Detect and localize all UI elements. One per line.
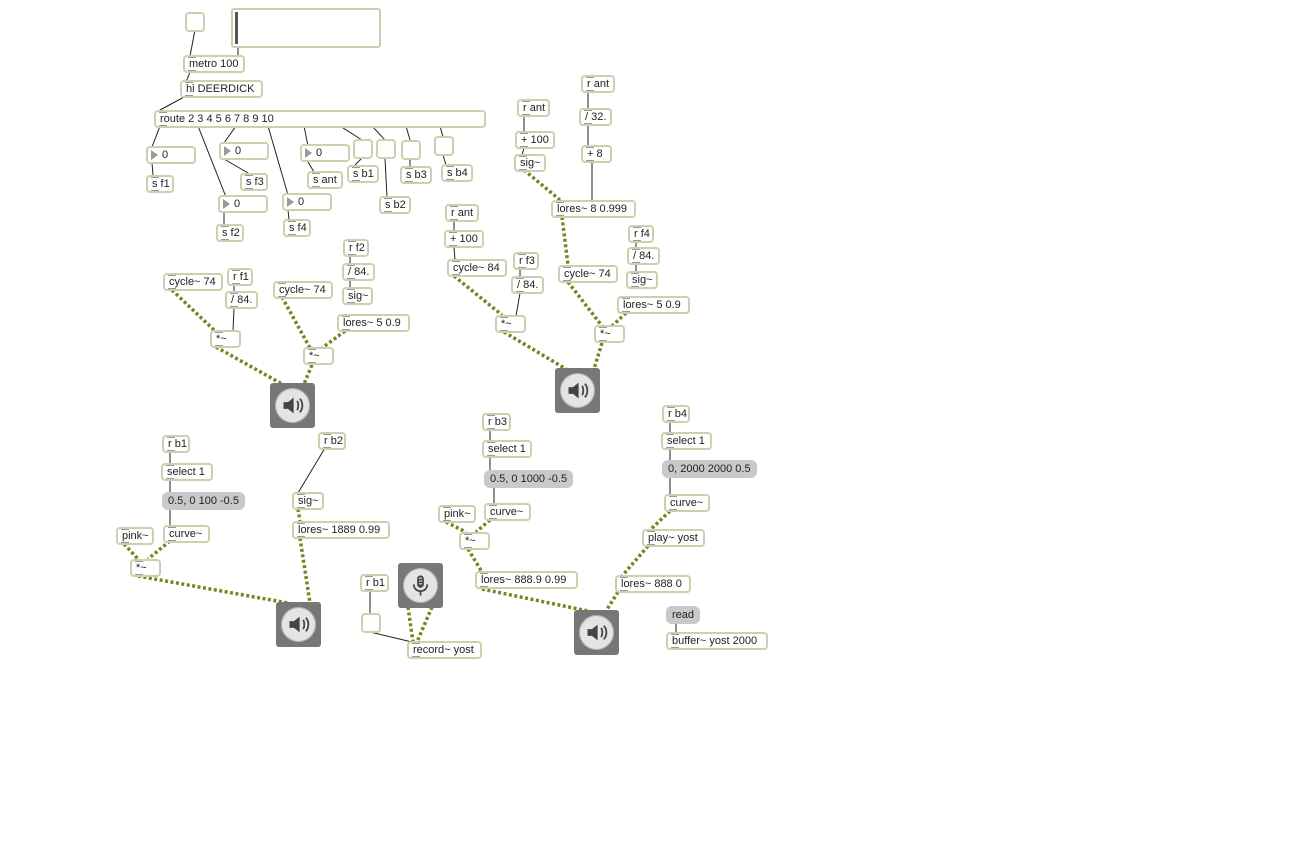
envelope-message[interactable]: 0.5, 0 1000 -0.5	[484, 470, 574, 488]
cycle-object[interactable]: cycle~ 74	[163, 273, 223, 291]
divide-object[interactable]: / 84.	[511, 276, 544, 294]
toggle-b3[interactable]	[401, 140, 421, 160]
sig-object[interactable]: sig~	[342, 287, 373, 305]
lores-object[interactable]: lores~ 8 0.999	[551, 200, 636, 218]
number-arrow-icon	[151, 150, 158, 160]
toggle-b2[interactable]	[376, 139, 396, 159]
select-object[interactable]: select 1	[482, 440, 532, 458]
receive-ant[interactable]: r ant	[445, 204, 479, 222]
multiply-signal-object[interactable]: *~	[594, 325, 625, 343]
multiply-signal-object[interactable]: *~	[130, 559, 161, 577]
lores-object[interactable]: lores~ 5 0.9	[337, 314, 410, 332]
receive-f3[interactable]: r f3	[513, 252, 539, 270]
number-box[interactable]: 0	[146, 146, 196, 164]
plus-object[interactable]: + 8	[581, 145, 612, 163]
speaker-icon	[568, 382, 589, 399]
record-object[interactable]: record~ yost	[407, 641, 482, 659]
dac-output[interactable]	[555, 368, 600, 413]
curve-object[interactable]: curve~	[664, 494, 710, 512]
envelope-message[interactable]: 0.5, 0 100 -0.5	[162, 492, 245, 510]
receive-b4[interactable]: r b4	[662, 405, 690, 423]
receive-b3[interactable]: r b3	[482, 413, 511, 431]
speaker-icon	[587, 624, 608, 641]
toggle-record[interactable]	[361, 613, 381, 633]
send-b4[interactable]: s b4	[441, 164, 473, 182]
send-f1[interactable]: s f1	[146, 175, 174, 193]
dac-output[interactable]	[270, 383, 315, 428]
route-object[interactable]: route 2 3 4 5 6 7 8 9 10	[154, 110, 486, 128]
sig-object[interactable]: sig~	[626, 271, 658, 289]
metro-object[interactable]: metro 100	[183, 55, 245, 73]
number-box[interactable]: 0	[282, 193, 332, 211]
receive-b1[interactable]: r b1	[162, 435, 190, 453]
receive-f2[interactable]: r f2	[343, 239, 369, 257]
lores-object[interactable]: lores~ 888 0	[615, 575, 691, 593]
speaker-icon	[283, 397, 304, 414]
send-b1[interactable]: s b1	[347, 165, 379, 183]
play-object[interactable]: play~ yost	[642, 529, 705, 547]
toggle-metro[interactable]	[185, 12, 205, 32]
number-box[interactable]: 0	[219, 142, 269, 160]
receive-b1[interactable]: r b1	[360, 574, 389, 592]
plus-object[interactable]: + 100	[515, 131, 555, 149]
prepend-object[interactable]: hi DEERDICK	[180, 80, 263, 98]
receive-ant[interactable]: r ant	[517, 99, 550, 117]
divide-object[interactable]: / 32.	[579, 108, 612, 126]
lores-object[interactable]: lores~ 888.9 0.99	[475, 571, 578, 589]
select-object[interactable]: select 1	[661, 432, 712, 450]
slider-knob[interactable]	[235, 12, 238, 44]
pink-noise-object[interactable]: pink~	[116, 527, 154, 545]
multiply-signal-object[interactable]: *~	[495, 315, 526, 333]
adc-input[interactable]	[398, 563, 443, 608]
multiply-signal-object[interactable]: *~	[459, 532, 490, 550]
toggle-b1[interactable]	[353, 139, 373, 159]
signal-cords	[122, 168, 672, 643]
send-f3[interactable]: s f3	[240, 173, 268, 191]
number-arrow-icon	[224, 146, 231, 156]
number-box[interactable]: 0	[218, 195, 268, 213]
sig-object[interactable]: sig~	[514, 154, 546, 172]
send-b2[interactable]: s b2	[379, 196, 411, 214]
divide-object[interactable]: / 84.	[225, 291, 258, 309]
multiply-signal-object[interactable]: *~	[303, 347, 334, 365]
receive-ant[interactable]: r ant	[581, 75, 615, 93]
dac-output[interactable]	[276, 602, 321, 647]
slider[interactable]	[231, 8, 381, 48]
toggle-b4[interactable]	[434, 136, 454, 156]
lores-object[interactable]: lores~ 1889 0.99	[292, 521, 390, 539]
envelope-message[interactable]: 0, 2000 2000 0.5	[662, 460, 757, 478]
speaker-icon	[289, 616, 310, 633]
curve-object[interactable]: curve~	[163, 525, 210, 543]
divide-object[interactable]: / 84.	[627, 247, 660, 265]
pink-noise-object[interactable]: pink~	[438, 505, 476, 523]
read-message[interactable]: read	[666, 606, 701, 624]
number-arrow-icon	[305, 148, 312, 158]
microphone-icon	[412, 575, 429, 596]
number-box[interactable]: 0	[300, 144, 350, 162]
plus-object[interactable]: + 100	[444, 230, 484, 248]
control-cords	[151, 29, 677, 643]
receive-b2[interactable]: r b2	[318, 432, 346, 450]
number-arrow-icon	[223, 199, 230, 209]
receive-f4[interactable]: r f4	[628, 225, 654, 243]
send-f2[interactable]: s f2	[216, 224, 244, 242]
cycle-object[interactable]: cycle~ 74	[273, 281, 333, 299]
sig-object[interactable]: sig~	[292, 492, 324, 510]
send-f4[interactable]: s f4	[283, 219, 311, 237]
select-object[interactable]: select 1	[161, 463, 213, 481]
send-ant[interactable]: s ant	[307, 171, 343, 189]
multiply-signal-object[interactable]: *~	[210, 330, 241, 348]
cycle-object[interactable]: cycle~ 84	[447, 259, 507, 277]
cycle-object[interactable]: cycle~ 74	[558, 265, 618, 283]
send-b3[interactable]: s b3	[400, 166, 432, 184]
curve-object[interactable]: curve~	[484, 503, 531, 521]
receive-f1[interactable]: r f1	[227, 268, 253, 286]
dac-output[interactable]	[574, 610, 619, 655]
number-arrow-icon	[287, 197, 294, 207]
buffer-object[interactable]: buffer~ yost 2000	[666, 632, 768, 650]
divide-object[interactable]: / 84.	[342, 263, 375, 281]
lores-object[interactable]: lores~ 5 0.9	[617, 296, 690, 314]
